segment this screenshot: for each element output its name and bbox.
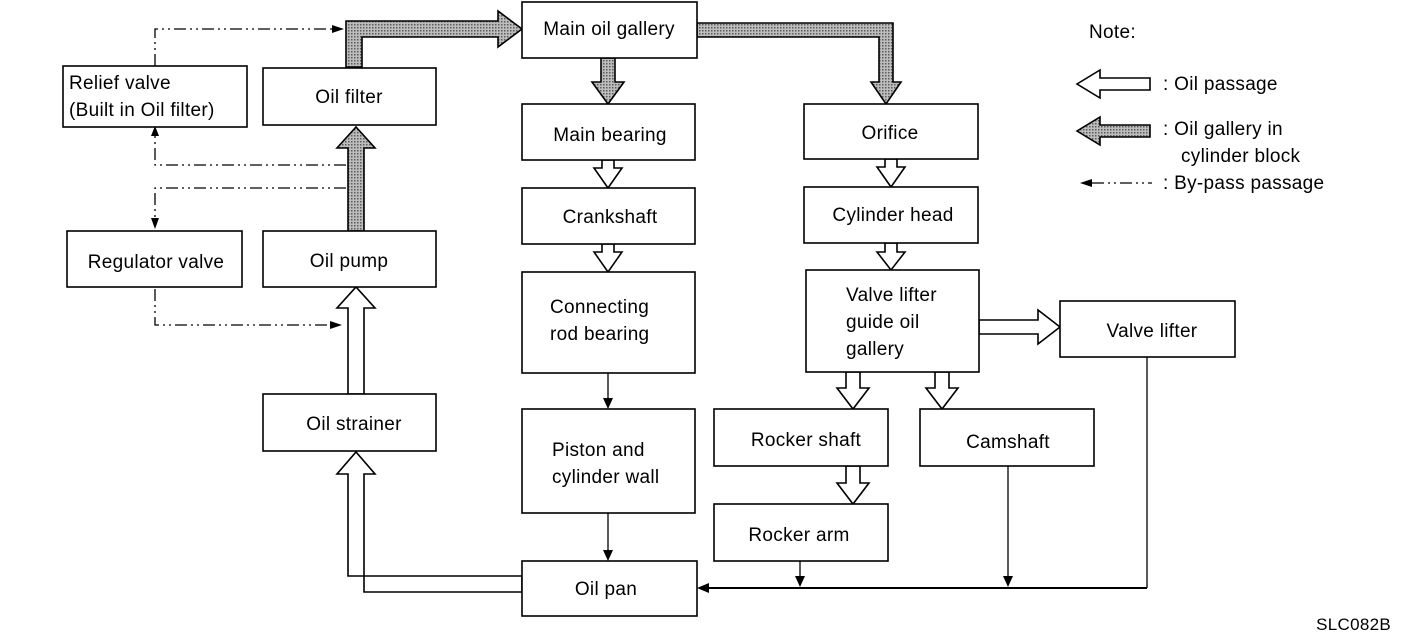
rocker-shaft-label: Rocker shaft — [751, 430, 862, 451]
flow-arrows — [151, 9, 1148, 593]
bypass-pump-to-relief — [154, 128, 346, 166]
crankshaft-label: Crankshaft — [563, 207, 658, 228]
arrowhead-rocker-arm-drain — [795, 576, 805, 587]
valve-lifter-box: Valve lifter — [1059, 300, 1236, 358]
arrow-main-gallery-to-main-bearing — [590, 57, 626, 106]
rocker-shaft-box: Rocker shaft — [713, 408, 889, 467]
bypass-relief-arrowhead — [332, 25, 344, 33]
oil-strainer-label: Oil strainer — [306, 414, 402, 435]
main-bearing-label: Main bearing — [553, 125, 666, 146]
valve-lifter-guide-box: Valve lifter guide oil gallery — [805, 269, 980, 373]
bypass-pump-to-regulator — [154, 187, 346, 218]
relief-valve-box: Relief valve (Built in Oil filter) — [62, 65, 248, 128]
dash-dot-arrow-icon — [1080, 179, 1152, 187]
bypass-regulator-arrowhead — [151, 218, 159, 229]
piston-cylinder-wall-box: Piston and cylinder wall — [521, 408, 696, 514]
arrow-oil-pump-to-oil-filter — [335, 125, 377, 232]
piston-label-1: Piston and — [552, 440, 645, 461]
valve-lifter-label: Valve lifter — [1107, 321, 1198, 342]
valve-lifter-guide-label-1: Valve lifter — [846, 285, 937, 306]
main-oil-gallery-box: Main oil gallery — [521, 1, 698, 59]
legend-oil-gallery-2: cylinder block — [1181, 146, 1301, 167]
arrow-rocker-shaft-to-rocker-arm — [835, 465, 871, 506]
arrow-lifter-guide-to-valve-lifter — [978, 308, 1062, 346]
valve-lifter-guide-label-3: gallery — [846, 339, 904, 360]
valve-lifter-guide-label-2: guide oil — [846, 312, 919, 333]
cylinder-head-box: Cylinder head — [803, 186, 979, 244]
arrow-oil-pan-to-oil-strainer — [335, 450, 523, 593]
oil-filter-box: Oil filter — [262, 67, 437, 126]
cylinder-head-label: Cylinder head — [832, 205, 953, 226]
arrowhead-conrod-to-piston — [603, 398, 613, 409]
main-bearing-box: Main bearing — [521, 103, 696, 161]
arrow-oil-strainer-to-oil-pump — [335, 285, 377, 395]
hollow-arrow-icon — [1075, 68, 1151, 100]
oil-pan-label: Oil pan — [575, 579, 637, 600]
bypass-regulator-return — [154, 289, 330, 326]
connecting-rod-label-1: Connecting — [550, 297, 649, 318]
connecting-rod-bearing-box: Connecting rod bearing — [521, 271, 696, 374]
crankshaft-box: Crankshaft — [521, 187, 696, 245]
arrowhead-camshaft-drain — [1003, 576, 1013, 587]
oil-filter-label: Oil filter — [315, 87, 383, 108]
arrow-oil-filter-to-main-gallery — [345, 9, 524, 68]
arrow-orifice-to-cylinder-head — [875, 158, 907, 189]
legend-oil-passage: : Oil passage — [1163, 74, 1278, 95]
rocker-arm-box: Rocker arm — [713, 503, 889, 562]
camshaft-box: Camshaft — [919, 408, 1095, 467]
legend-bypass: : By-pass passage — [1163, 173, 1324, 194]
arrow-main-bearing-to-crankshaft — [592, 159, 624, 190]
arrow-cylinder-head-to-lifter-guide — [875, 242, 907, 272]
legend: Note: : Oil passage : Oil gallery in cyl… — [1075, 22, 1324, 194]
arrow-main-gallery-to-orifice — [696, 22, 903, 106]
legend-title: Note: — [1089, 22, 1136, 43]
arrowhead-return-to-oil-pan — [697, 583, 709, 593]
regulator-valve-label: Regulator valve — [88, 252, 225, 273]
oil-pump-box: Oil pump — [262, 230, 437, 288]
regulator-valve-box: Regulator valve — [66, 230, 243, 288]
bypass-return-arrowhead — [330, 321, 342, 329]
oil-pump-label: Oil pump — [310, 251, 388, 272]
arrowhead-piston-to-oil-pan — [603, 550, 613, 561]
figure-code: SLC082B — [1316, 615, 1391, 634]
relief-valve-label-2: (Built in Oil filter) — [69, 100, 215, 121]
arrow-lifter-guide-to-rocker-shaft — [835, 371, 871, 411]
orifice-label: Orifice — [862, 123, 919, 144]
arrow-crankshaft-to-conrod — [592, 243, 624, 274]
oil-pan-box: Oil pan — [521, 560, 698, 617]
rocker-arm-label: Rocker arm — [748, 525, 849, 546]
arrow-lifter-guide-to-camshaft — [924, 371, 960, 411]
main-oil-gallery-label: Main oil gallery — [543, 19, 675, 40]
dotted-arrow-icon — [1075, 115, 1151, 147]
orifice-box: Orifice — [803, 103, 979, 160]
connecting-rod-label-2: rod bearing — [550, 324, 649, 345]
relief-valve-label-1: Relief valve — [69, 73, 171, 94]
camshaft-label: Camshaft — [966, 432, 1050, 453]
piston-label-2: cylinder wall — [552, 467, 659, 488]
oil-strainer-box: Oil strainer — [262, 393, 437, 452]
bypass-pump-relief-arrowhead — [151, 126, 159, 136]
legend-oil-gallery-1: : Oil gallery in — [1163, 119, 1283, 140]
bypass-relief-to-main — [154, 28, 332, 66]
